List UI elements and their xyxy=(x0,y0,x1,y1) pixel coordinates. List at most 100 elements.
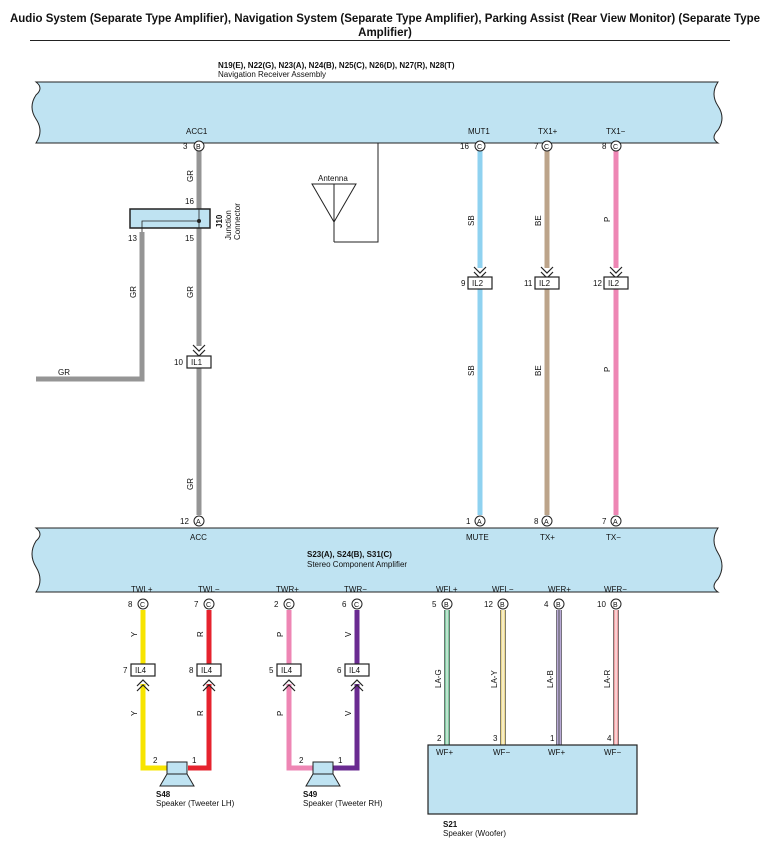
wc-twlm-lower: R xyxy=(196,710,205,716)
il1-pin: 10 xyxy=(174,358,183,367)
speaker-rh-name: Speaker (Tweeter RH) xyxy=(303,799,383,808)
amp-pin-wfrp-number: 4 xyxy=(544,600,549,609)
speaker-lh-name: Speaker (Tweeter LH) xyxy=(156,799,235,808)
wire-twlm-lower xyxy=(188,684,212,771)
wc-twrp-upper: P xyxy=(276,632,285,637)
speaker-rh-id: S49 xyxy=(303,790,318,799)
wc-twrp-lower: P xyxy=(276,711,285,716)
wc-twrm-lower: V xyxy=(344,710,353,716)
amp-pin-wflp-name: WFL+ xyxy=(436,585,458,594)
amp-pin-twlp-conn: C xyxy=(140,602,145,609)
wc-twlm-upper: R xyxy=(196,631,205,637)
inline-connectors xyxy=(130,266,629,692)
wire-twrp-lower xyxy=(286,684,313,771)
il2-mute-label: IL2 xyxy=(472,279,484,288)
amp-pin-wfrm-number: 10 xyxy=(597,600,606,609)
junction-connector xyxy=(129,208,211,229)
amplifier-box xyxy=(31,527,723,593)
amp-pin-wflp-number: 5 xyxy=(432,600,437,609)
amp-pin-wfrm-name: WFR− xyxy=(604,585,627,594)
wc-twlp-lower: Y xyxy=(130,710,139,716)
amp-connector-ids: S23(A), S24(B), S31(C) xyxy=(307,550,392,559)
il2-mute-pin: 9 xyxy=(461,279,466,288)
amp-pin-txm-name: TX− xyxy=(606,533,621,542)
nav-pin-acc1-number: 3 xyxy=(183,142,188,151)
nav-connector-ids: N19(E), N22(G), N23(A), N24(B), N25(C), … xyxy=(218,61,455,70)
amp-pin-txp-number: 8 xyxy=(534,517,539,526)
nav-pin-tx1p-name: TX1+ xyxy=(538,127,558,136)
nav-pin-acc1-conn: B xyxy=(196,144,201,151)
woofer-term-wfp-1: WF+ xyxy=(436,748,453,757)
amp-pin-acc-number: 12 xyxy=(180,517,189,526)
nav-pin-mut1-conn: C xyxy=(477,144,482,151)
amp-pin-wfrp-conn: B xyxy=(556,602,561,609)
wc-wflm: LA-Y xyxy=(490,670,499,688)
nav-name: Navigation Receiver Assembly xyxy=(218,70,326,79)
j10-pin-16: 16 xyxy=(185,197,194,206)
title-rule xyxy=(30,40,730,41)
wc-txp-upper: BE xyxy=(534,215,543,226)
woofer-id: S21 xyxy=(443,820,458,829)
wc-acc-upper: GR xyxy=(186,170,195,182)
wire-branch xyxy=(36,232,145,382)
amp-pin-twlp-number: 8 xyxy=(128,600,133,609)
woofer-term-wfm-2: WF− xyxy=(604,748,621,757)
antenna-label: Antenna xyxy=(318,174,348,183)
junction-node xyxy=(197,219,201,223)
wc-txp-lower: BE xyxy=(534,365,543,376)
il4-twrm-pin: 6 xyxy=(337,666,342,675)
woofer-box xyxy=(427,744,638,815)
wire-twrm-lower xyxy=(333,684,360,771)
amp-pin-twrm-name: TWR− xyxy=(344,585,367,594)
amp-pin-twrp-name: TWR+ xyxy=(276,585,299,594)
nav-pin-tx1m-number: 8 xyxy=(602,142,607,151)
nav-pin-tx1m-conn: C xyxy=(613,144,618,151)
nav-pin-tx1m-name: TX1− xyxy=(606,127,626,136)
il4-twrp-label: IL4 xyxy=(281,666,293,675)
woofer-pin-2: 2 xyxy=(437,734,442,743)
woofer-term-wfp-2: WF+ xyxy=(548,748,565,757)
amp-top-pins: 12 A ACC 1 A MUTE 8 A TX+ 7 A TX− xyxy=(180,515,622,542)
j10-id: J10 xyxy=(215,214,224,228)
amp-pin-mute-number: 1 xyxy=(466,517,471,526)
woofer-pins: 2 3 1 4 WF+ WF− WF+ WF− xyxy=(436,734,621,757)
diagram-title: Audio System (Separate Type Amplifier), … xyxy=(9,13,761,39)
woofer-pin-4: 4 xyxy=(607,734,612,743)
amp-pin-acc-conn: A xyxy=(196,519,201,526)
wc-txm-upper: P xyxy=(603,217,612,222)
nav-pin-mut1-number: 16 xyxy=(460,142,469,151)
amp-pin-wflm-name: WFL− xyxy=(492,585,514,594)
wc-mute-lower: SB xyxy=(467,365,476,376)
junction-internal xyxy=(141,220,199,232)
wc-mute-upper: SB xyxy=(467,215,476,226)
il2-txm-pin: 12 xyxy=(593,279,602,288)
wc-wfrp: LA-B xyxy=(546,670,555,688)
il1-label: IL1 xyxy=(191,358,203,367)
amp-pin-mute-name: MUTE xyxy=(466,533,489,542)
wc-branch-end: GR xyxy=(58,368,70,377)
amp-pin-txm-number: 7 xyxy=(602,517,607,526)
amp-pin-wfrp-name: WFR+ xyxy=(548,585,571,594)
wc-wflp: LA-G xyxy=(434,669,443,688)
amp-pin-twlp-name: TWL+ xyxy=(131,585,153,594)
amp-pin-twrm-conn: C xyxy=(354,602,359,609)
amp-name: Stereo Component Amplifier xyxy=(307,560,407,569)
woofer-term-wfm-1: WF− xyxy=(493,748,510,757)
j10-name: Junction xyxy=(224,210,233,240)
j10-pin-15: 15 xyxy=(185,234,194,243)
wire-outlines xyxy=(444,610,619,745)
amp-pin-txm-conn: A xyxy=(613,519,618,526)
il2-txp-pin: 11 xyxy=(524,279,533,288)
wires xyxy=(36,150,619,771)
speaker-rh-pin-1: 1 xyxy=(338,756,343,765)
wire-color-labels: GR GR GR GR GR SB SB BE BE P P Y Y R R P… xyxy=(58,170,612,716)
amp-pin-wflm-number: 12 xyxy=(484,600,493,609)
amp-pin-twlm-conn: C xyxy=(206,602,211,609)
amp-pin-twlm-name: TWL− xyxy=(198,585,220,594)
il4-twlp-pin: 7 xyxy=(123,666,128,675)
antenna-symbol xyxy=(311,143,379,243)
woofer-pin-1: 1 xyxy=(550,734,555,743)
j10-name2: Connector xyxy=(233,203,242,240)
